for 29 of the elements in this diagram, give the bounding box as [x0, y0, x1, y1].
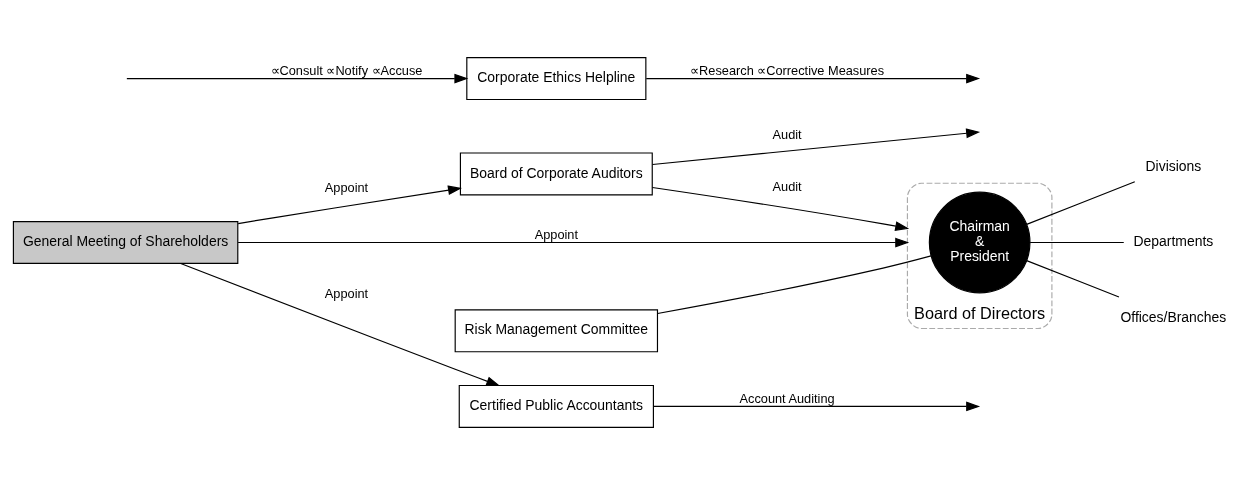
- arrow: [651, 128, 981, 166]
- arrow: [126, 73, 469, 84]
- connector: [1026, 181, 1136, 225]
- connector: [1026, 260, 1120, 298]
- node-box: Risk Management Committee: [454, 309, 659, 353]
- node-circle: Chairman & President: [928, 191, 1031, 294]
- arrow: [652, 401, 981, 412]
- connector: [657, 255, 932, 315]
- arrow: [651, 186, 910, 231]
- node-text: Divisions: [1145, 157, 1202, 174]
- edge-label: Audit: [772, 179, 802, 195]
- edge-label: ∝Research ∝Corrective Measures: [690, 62, 885, 78]
- node-box: General Meeting of Shareholders: [12, 221, 239, 264]
- edge-label: Account Auditing: [739, 390, 835, 406]
- node-text: Offices/Branches: [1120, 308, 1227, 325]
- node-box: Certified Public Accountants: [458, 384, 654, 428]
- connector: [1029, 241, 1125, 244]
- arrow: [237, 185, 462, 225]
- arrow: [645, 73, 981, 84]
- edge-label: Appoint: [534, 226, 578, 242]
- node-text: Departments: [1133, 233, 1214, 250]
- edge-label: Appoint: [324, 180, 369, 196]
- edge-label: ∝Consult ∝Notify ∝Accuse: [270, 62, 423, 78]
- edge-label: Audit: [772, 126, 802, 142]
- edge-label: Appoint: [324, 286, 369, 302]
- node-box: Corporate Ethics Helpline: [466, 57, 647, 101]
- arrow: [237, 237, 910, 248]
- arrow: [180, 262, 501, 387]
- node-box: Board of Corporate Auditors: [459, 152, 653, 196]
